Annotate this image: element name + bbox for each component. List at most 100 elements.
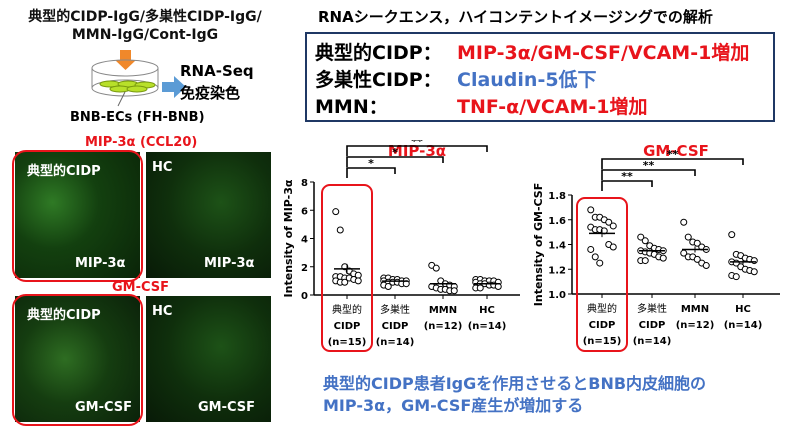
y-tick-label: 4 <box>301 235 308 246</box>
x-tick-label: HC <box>735 304 751 315</box>
data-point <box>341 278 349 286</box>
chart-title: GM-CSF <box>643 142 709 160</box>
y-tick-label: 0 <box>301 291 308 302</box>
significance-label: * <box>392 146 398 159</box>
data-point <box>732 273 740 281</box>
x-tick-label: (n=14) <box>376 337 415 348</box>
data-point <box>750 268 758 276</box>
data-point <box>336 226 344 234</box>
y-tick-label: 1.4 <box>548 241 566 252</box>
y-tick-label: 1.2 <box>548 265 566 276</box>
data-point <box>641 237 649 245</box>
x-tick-label: (n=12) <box>676 320 715 331</box>
x-tick-label: (n=15) <box>583 336 622 347</box>
experiment-line-2: MMN-IgG/Cont-IgG <box>71 27 219 43</box>
summary-box: 典型的CIDP： MIP-3α/GM-CSF/VCAM-1増加 多巣性CIDP：… <box>305 32 775 122</box>
rna-seq-label: RNA-Seq <box>180 62 254 80</box>
data-point <box>476 284 484 292</box>
group-label: MMN： <box>315 96 388 118</box>
data-point <box>641 257 649 265</box>
significance-bracket <box>601 180 653 191</box>
data-point <box>587 245 595 253</box>
data-point <box>693 255 701 263</box>
highlight-frame <box>12 150 143 282</box>
x-tick-label: 多巣性 <box>380 303 410 316</box>
data-point <box>693 239 701 247</box>
data-point <box>609 243 617 251</box>
x-tick-label: 典型的 <box>332 303 362 316</box>
highlight-frame <box>321 184 373 352</box>
data-point <box>332 208 340 216</box>
y-axis-label: Intensity of GM-CSF <box>532 183 545 306</box>
gm-image-title: GM-CSF <box>112 280 170 295</box>
y-tick-label: 1.0 <box>548 290 566 301</box>
data-point <box>596 259 604 267</box>
immunostain-label: 免疫染色 <box>180 84 241 102</box>
y-tick-label: 1.6 <box>548 216 566 227</box>
mip-image-title: MIP-3α (CCL20) <box>85 135 198 150</box>
data-point <box>728 231 736 239</box>
significance-bracket <box>601 158 744 169</box>
experiment-line-1: 典型的CIDP-IgG/多巣性CIDP-IgG/ <box>28 9 262 25</box>
significance-label: * <box>368 157 374 170</box>
highlight-frame <box>576 197 628 352</box>
data-point <box>432 264 440 272</box>
finding: Claudin-5低下 <box>457 69 597 91</box>
x-tick-label: CIDP <box>334 321 361 332</box>
data-point <box>680 218 688 226</box>
finding: TNF-α/VCAM-1増加 <box>457 96 648 118</box>
x-tick-label: CIDP <box>382 321 409 332</box>
data-point <box>384 283 392 291</box>
x-tick-label: 典型的 <box>587 302 617 315</box>
data-point <box>450 287 458 295</box>
significance-bracket <box>601 169 696 180</box>
cells-label: BNB-ECs (FH-BNB) <box>70 110 205 125</box>
data-point <box>702 262 710 270</box>
data-point <box>591 253 599 261</box>
significance-label: ** <box>643 159 655 172</box>
significance-bracket <box>346 145 488 156</box>
significance-label: ** <box>667 148 679 161</box>
conclusion-line-1: 典型的CIDP患者IgGを作用させるとBNB内皮細胞の <box>323 374 707 393</box>
x-tick-label: MMN <box>681 304 709 315</box>
x-tick-label: (n=15) <box>328 337 367 348</box>
analysis-title: RNAシークエンス，ハイコンテントイメージングでの解析 <box>318 8 713 26</box>
significance-bracket <box>346 167 396 178</box>
y-tick-label: 2 <box>301 263 308 274</box>
group-label: 典型的CIDP： <box>315 42 442 64</box>
x-tick-label: CIDP <box>589 320 616 331</box>
data-point <box>684 233 692 241</box>
highlight-frame <box>12 294 143 426</box>
x-tick-label: (n=14) <box>468 321 507 332</box>
x-tick-label: 多巣性 <box>637 302 667 315</box>
x-tick-label: HC <box>479 305 495 316</box>
significance-bracket <box>346 156 444 167</box>
data-point <box>659 254 667 262</box>
data-point <box>354 277 362 285</box>
x-tick-label: (n=14) <box>633 336 672 347</box>
data-point <box>750 257 758 265</box>
x-tick-label: (n=14) <box>724 320 763 331</box>
culture-dish-icon <box>91 50 186 107</box>
y-tick-label: 8 <box>301 178 308 189</box>
x-tick-label: CIDP <box>639 320 666 331</box>
group-label: 多巣性CIDP： <box>315 69 442 91</box>
x-tick-label: MMN <box>429 305 457 316</box>
data-point <box>637 233 645 241</box>
finding: MIP-3α/GM-CSF/VCAM-1増加 <box>457 42 750 64</box>
y-tick-label: 1.8 <box>548 191 566 202</box>
data-point <box>587 206 595 214</box>
conclusion-line-2: MIP-3α，GM-CSF産生が増加する <box>323 396 584 415</box>
data-point <box>609 222 617 230</box>
y-tick-label: 6 <box>301 206 308 217</box>
y-axis-label: Intensity of MIP-3α <box>282 179 295 297</box>
significance-label: ** <box>621 170 633 183</box>
x-tick-label: (n=12) <box>424 321 463 332</box>
data-point <box>605 218 613 226</box>
